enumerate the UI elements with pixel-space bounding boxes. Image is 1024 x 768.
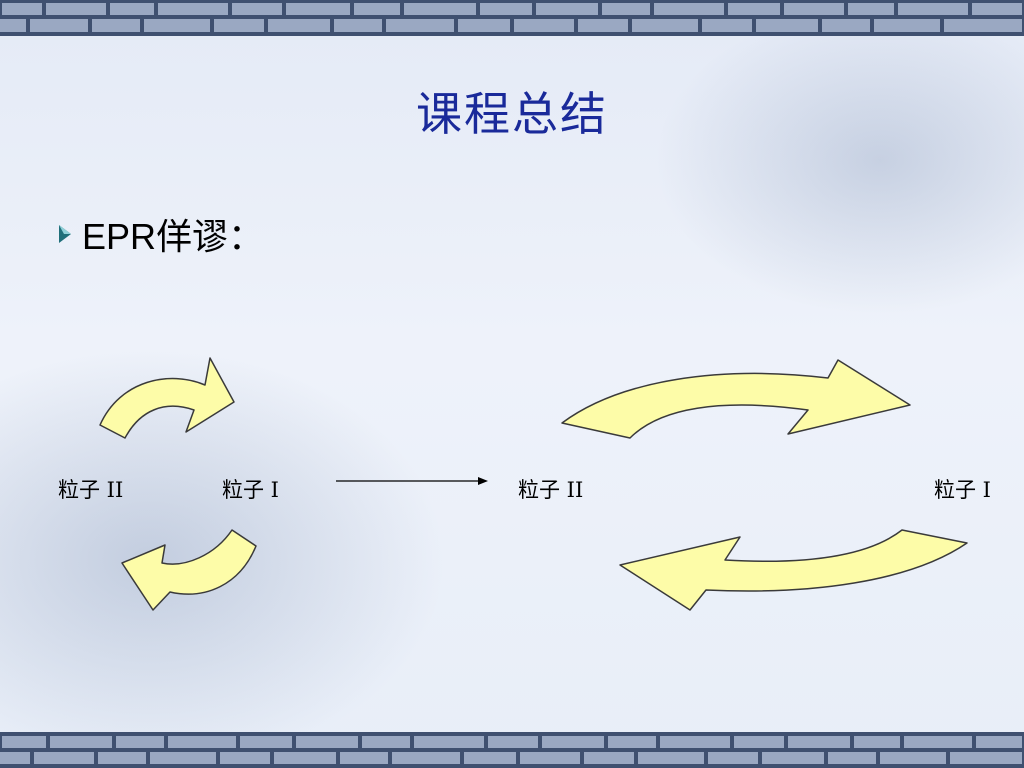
label-right-particle-2: 粒子 II: [518, 478, 584, 502]
left-bottom-curved-arrow: [121, 529, 257, 611]
right-bottom-curved-arrow: [619, 529, 968, 611]
left-top-curved-arrow: [99, 357, 235, 439]
bullet-item: EPR佯谬：: [58, 208, 264, 260]
bottom-brick-border: [0, 732, 1024, 768]
right-top-curved-arrow: [561, 359, 911, 439]
transition-arrow-head: [478, 477, 488, 485]
bullet-text: EPR佯谬：: [82, 216, 265, 257]
label-left-particle-2: 粒子 II: [58, 478, 124, 502]
label-left-particle-1: 粒子 I: [222, 478, 279, 502]
top-brick-border: [0, 0, 1024, 36]
triangle-bullet-icon: [59, 225, 71, 243]
label-right-particle-1: 粒子 I: [934, 478, 991, 502]
slide-title: 课程总结: [416, 87, 608, 141]
